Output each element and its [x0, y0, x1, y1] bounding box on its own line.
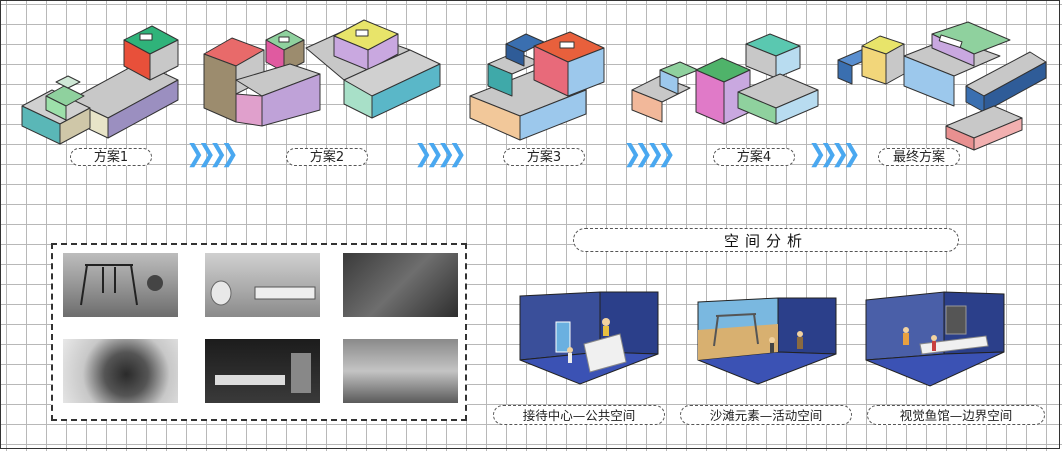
- room-reception-label: 接待中心—公共空间: [493, 405, 665, 425]
- render-thumb-lab: [205, 339, 320, 403]
- render-gallery: [51, 243, 467, 421]
- scheme-4-label: 方案4: [713, 148, 795, 166]
- render-thumb-swing: [63, 253, 178, 317]
- room-beach-label: 沙滩元素—活动空间: [680, 405, 852, 425]
- room-aquarium-label: 视觉鱼馆—边界空间: [867, 405, 1045, 425]
- scheme-1-label: 方案1: [70, 148, 152, 166]
- render-thumb-dark-room: [343, 253, 458, 317]
- scheme-3-label: 方案3: [503, 148, 585, 166]
- scheme-2-label: 方案2: [286, 148, 368, 166]
- space-analysis-title: 空间分析: [573, 228, 959, 252]
- render-thumb-lounge: [343, 339, 458, 403]
- render-thumb-bench: [205, 253, 320, 317]
- render-thumb-coral: [63, 339, 178, 403]
- final-scheme-label: 最终方案: [878, 148, 960, 166]
